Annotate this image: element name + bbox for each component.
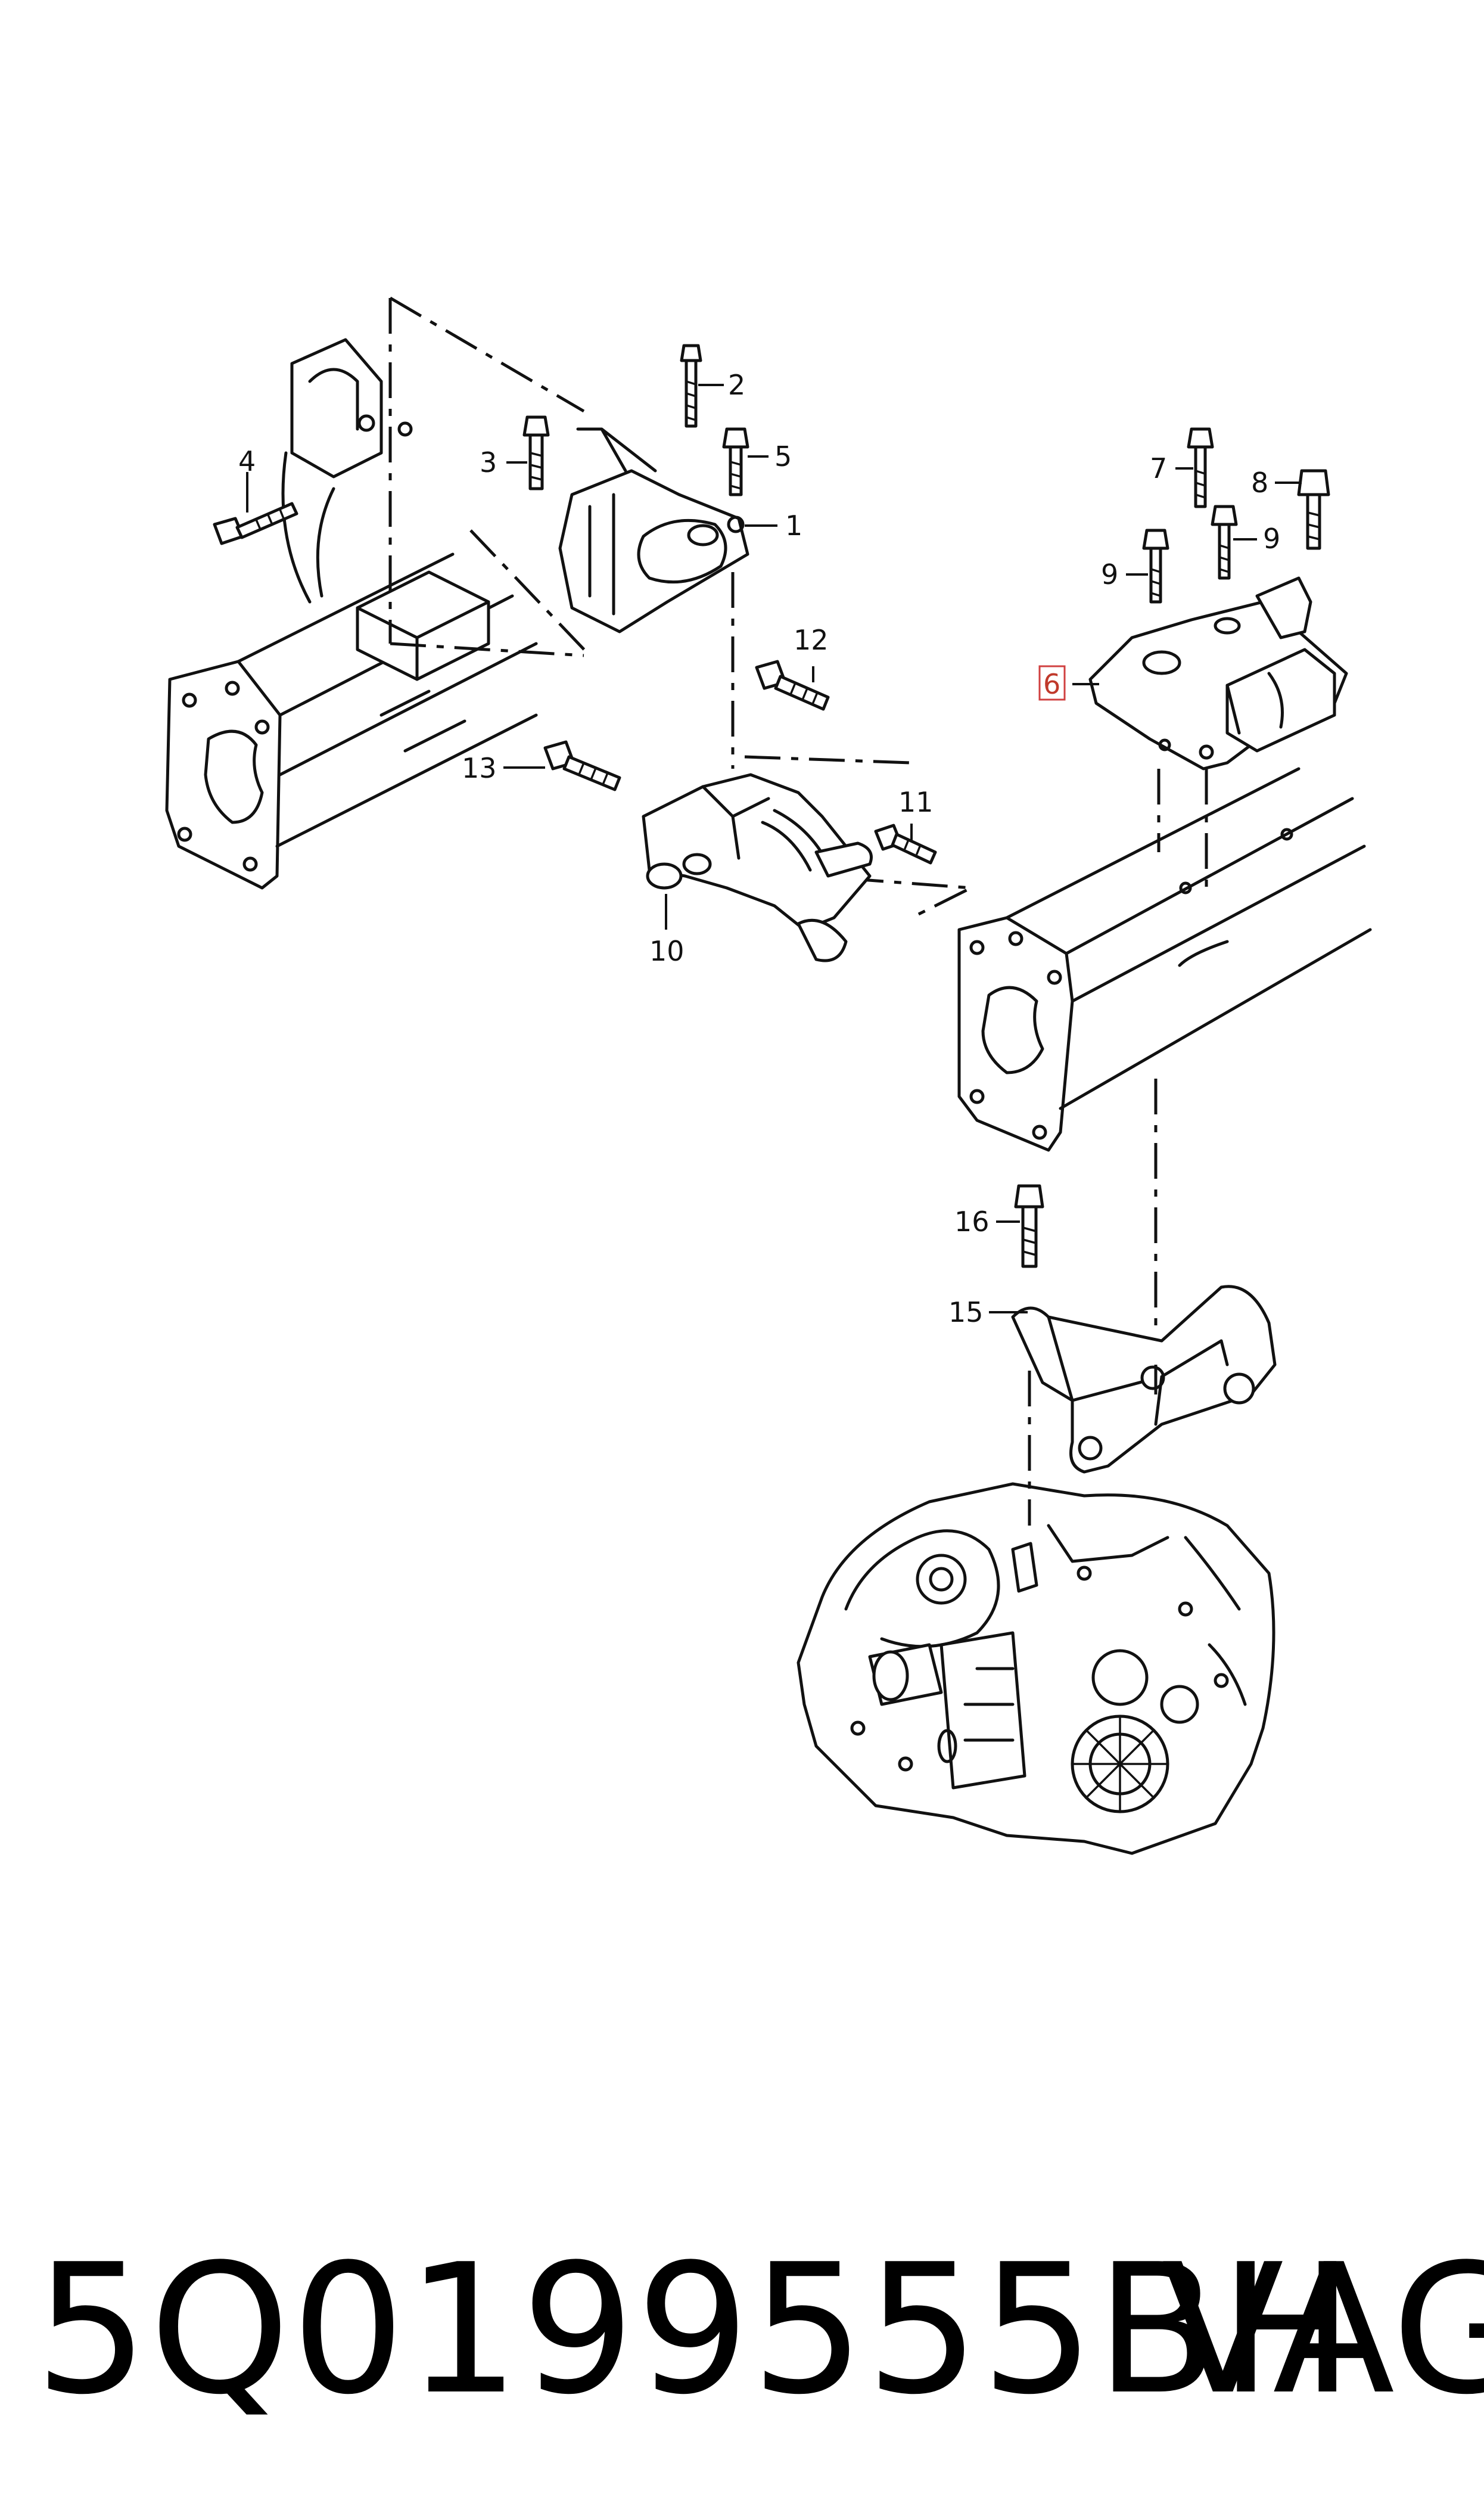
callout-13: 13 [462,752,497,784]
bolt-12-icon [755,660,830,711]
engine-mount [558,427,749,633]
bolt-2-icon [680,344,702,428]
bolt-16-icon [1014,1184,1044,1268]
bolt-5-icon [722,427,749,496]
bolt-13-icon [543,740,621,791]
left-subframe-member [165,338,538,890]
alignment-lines-left [388,296,977,920]
callout-11: 11 [898,786,934,818]
bolt-4-icon [213,502,298,545]
bolt-7-icon [1187,427,1214,508]
callout-8: 8 [1251,467,1268,499]
part-number: 5Q0199555BH [35,2226,1355,2434]
callout-4: 4 [238,445,256,477]
bolt-8-icon [1297,469,1330,550]
leader-lines [246,384,1302,1313]
callout-15: 15 [948,1296,984,1328]
torque-support-bracket [642,773,873,962]
callout-1: 1 [785,510,802,542]
callouts: 1 2 3 4 5 6 7 8 9 9 10 11 12 13 15 16 [238,369,1280,1328]
gearbox-bracket [1011,1285,1277,1474]
callout-6[interactable]: 6 [1043,668,1060,700]
transmission-housing [797,1482,1275,1855]
bolt-9a-icon [1142,529,1169,604]
gearbox-mount [1088,576,1348,771]
brand-name: VAG [1162,2226,1484,2434]
callout-5: 5 [774,440,792,473]
callout-10: 10 [649,935,685,967]
callout-7: 7 [1150,452,1167,484]
bolt-9b-icon [1211,505,1238,580]
callout-9-right: 9 [1263,523,1280,555]
bolt-11-icon [874,824,937,865]
right-subframe-member [957,767,1372,1152]
callout-2: 2 [728,369,745,401]
callout-12: 12 [794,624,829,656]
callout-16: 16 [954,1206,990,1238]
callout-6-highlight [1038,665,1066,701]
callout-9-left: 9 [1101,558,1118,591]
callout-3: 3 [480,446,497,479]
bolt-3-icon [522,415,550,490]
alignment-lines-right [1028,769,1208,1526]
